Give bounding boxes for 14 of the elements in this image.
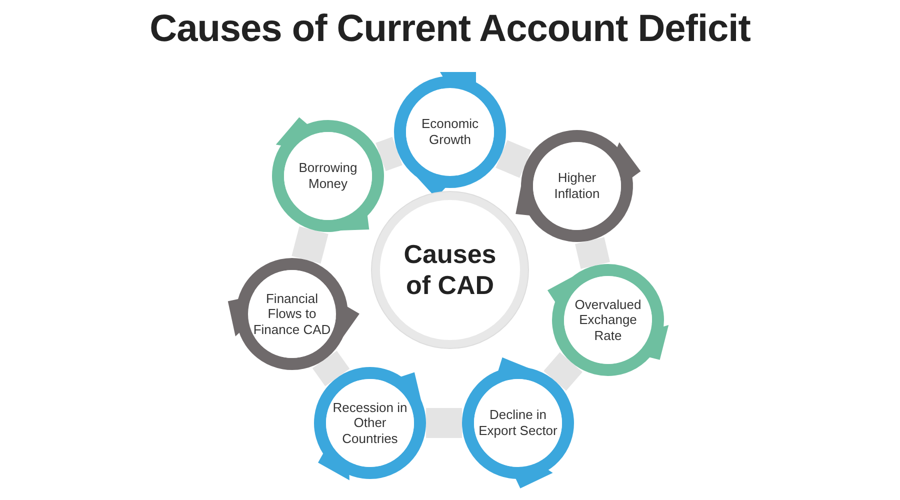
cause-label: Economic Growth [420,116,480,148]
center-label: Causes of CAD [402,238,498,302]
ring-band-segment [575,237,610,269]
ring-band-segment [312,350,350,386]
cause-label: Financial Flows to Finance CAD [252,290,332,338]
ring-band-segment [496,140,532,178]
diagram-title: Causes of Current Account Deficit [148,8,752,51]
cause-label: Decline in Export Sector [478,407,558,439]
ring-band-segment [544,352,582,391]
cause-label: Higher Inflation [553,170,601,202]
cause-label: Recession in Other Countries [332,400,408,446]
cause-label: Borrowing Money [298,160,358,192]
cause-label: Overvalued Exchange Rate [574,296,642,344]
ring-band-segment [376,136,402,172]
